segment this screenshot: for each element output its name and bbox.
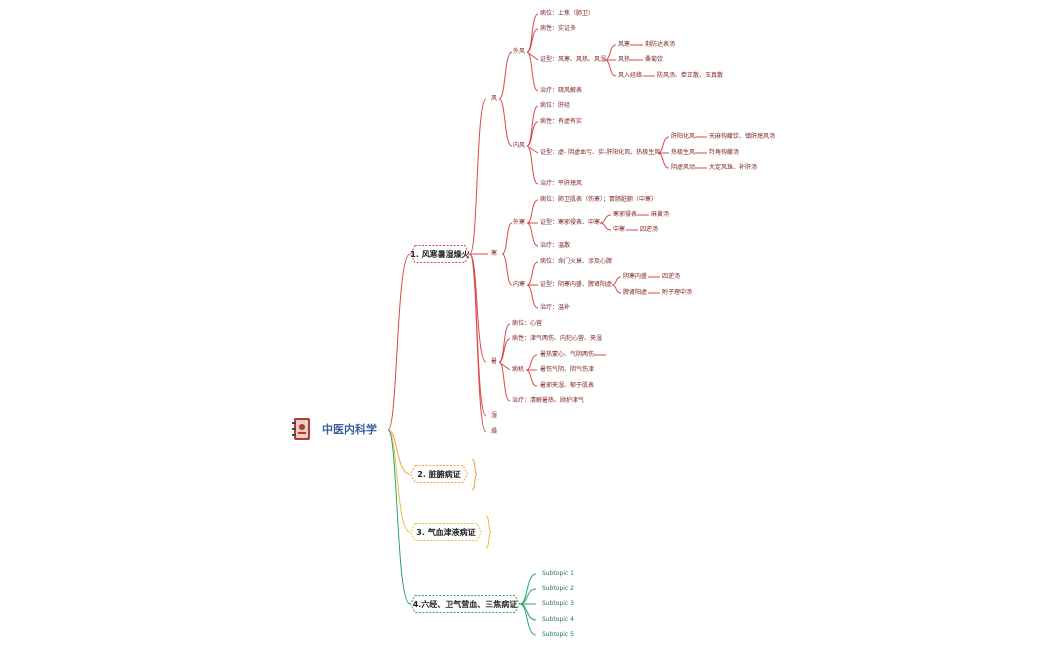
node-jingluo[interactable]: 风入经络 bbox=[618, 72, 643, 79]
node-shu-bingji-1[interactable]: 暑热蒙心、气阴两伤 bbox=[540, 351, 595, 358]
node-shu-zhiliao[interactable]: 治疗：清解暑热、顾护津气 bbox=[512, 397, 585, 404]
node-yinxu[interactable]: 阴虚风动 bbox=[671, 164, 696, 171]
node-zhonghan[interactable]: 中寒 bbox=[613, 226, 626, 233]
subtopic-1[interactable]: Subtopic 1 bbox=[542, 570, 574, 577]
main-topic-4[interactable]: 4.六经、卫气营血、三焦病证 bbox=[410, 595, 520, 613]
node-ganyang-fang[interactable]: 天麻钩藤饮、镇肝熄风汤 bbox=[709, 133, 776, 140]
subtopic-2[interactable]: Subtopic 2 bbox=[542, 585, 574, 592]
node-neifeng-bingwei[interactable]: 病位：肝经 bbox=[540, 102, 571, 109]
node-shu-bingxing[interactable]: 病性：津气两伤、内犯心营、夹湿 bbox=[512, 335, 603, 342]
subtopic-4[interactable]: Subtopic 4 bbox=[542, 616, 574, 623]
subtopic-5[interactable]: Subtopic 5 bbox=[542, 631, 574, 638]
node-yinhan[interactable]: 阴寒内盛 bbox=[623, 273, 648, 280]
node-han[interactable]: 寒 bbox=[491, 250, 498, 257]
subtopic-3[interactable]: Subtopic 3 bbox=[542, 600, 574, 607]
node-neihan[interactable]: 内寒 bbox=[513, 281, 526, 288]
node-fengre-fang[interactable]: 桑菊饮 bbox=[645, 56, 664, 63]
node-waifeng-bingwei[interactable]: 病位：上焦（肺卫） bbox=[540, 10, 595, 17]
node-fenghan-fang[interactable]: 荆防达表汤 bbox=[645, 41, 676, 48]
node-shu-bingwei[interactable]: 病位：心营 bbox=[512, 320, 543, 327]
node-waihan[interactable]: 外寒 bbox=[513, 219, 526, 226]
node-shu-bingji[interactable]: 病机 bbox=[512, 366, 525, 373]
node-shu[interactable]: 暑 bbox=[491, 358, 498, 365]
node-fenghan[interactable]: 风寒 bbox=[618, 41, 631, 48]
node-jingluo-fang[interactable]: 防风汤、牵正散、玉真散 bbox=[657, 72, 724, 79]
node-pishen[interactable]: 脾肾阳虚 bbox=[623, 289, 648, 296]
main-topic-3[interactable]: 3. 气血津液病证 bbox=[410, 523, 482, 541]
node-neihan-zhengxing[interactable]: 证型：阴寒内盛、脾肾阳虚 bbox=[540, 281, 613, 288]
node-neifeng[interactable]: 内风 bbox=[513, 142, 526, 149]
node-yinhan-fang[interactable]: 四逆汤 bbox=[662, 273, 681, 280]
root-node[interactable]: 中医内科学 bbox=[292, 416, 377, 442]
node-waifeng-zhengxing[interactable]: 证型：风寒、风热、风湿 bbox=[540, 56, 607, 63]
node-pishen-fang[interactable]: 附子理中汤 bbox=[662, 289, 693, 296]
node-waihan-zhiliao[interactable]: 治疗：温散 bbox=[540, 242, 571, 249]
node-neifeng-zhengxing[interactable]: 证型：虚- 阴虚血亏、实-肝阳化风、热极生风 bbox=[540, 149, 661, 156]
node-waifeng-bingxing[interactable]: 病性：实证多 bbox=[540, 25, 577, 32]
node-reji-fang[interactable]: 羚角钩藤汤 bbox=[709, 149, 740, 156]
node-shu-bingji-3[interactable]: 暑邪夹湿、郁于肌表 bbox=[540, 382, 595, 389]
node-yinxu-fang[interactable]: 大定风珠、补肝汤 bbox=[709, 164, 758, 171]
main-topic-2[interactable]: 2. 脏腑病证 bbox=[410, 465, 468, 483]
node-shu-bingji-2[interactable]: 暑伤气阴、阴气伤津 bbox=[540, 366, 595, 373]
node-ganyang[interactable]: 肝阳化风 bbox=[671, 133, 696, 140]
node-zhonghan-fang[interactable]: 四逆汤 bbox=[640, 226, 659, 233]
node-waifeng-zhiliao[interactable]: 治疗：疏风解表 bbox=[540, 87, 583, 94]
node-zao[interactable]: 燥 bbox=[491, 428, 498, 435]
notebook-icon bbox=[292, 417, 312, 441]
node-neifeng-bingxing[interactable]: 病性：有虚有实 bbox=[540, 118, 583, 125]
node-waifeng[interactable]: 外风 bbox=[513, 48, 526, 55]
node-waihan-zhengxing[interactable]: 证型：寒邪侵表、中寒 bbox=[540, 219, 601, 226]
root-title: 中医内科学 bbox=[322, 423, 377, 436]
node-neifeng-zhiliao[interactable]: 治疗：平肝熄风 bbox=[540, 180, 583, 187]
main-topic-1[interactable]: 1. 风寒暑湿燥火 bbox=[410, 245, 470, 263]
node-feng[interactable]: 风 bbox=[491, 95, 498, 102]
node-neihan-zhiliao[interactable]: 治疗：温补 bbox=[540, 304, 571, 311]
node-qinbiao-fang[interactable]: 麻黄汤 bbox=[651, 211, 670, 218]
node-qinbiao[interactable]: 寒邪侵表 bbox=[613, 211, 638, 218]
node-shi[interactable]: 湿 bbox=[491, 412, 498, 419]
node-reji[interactable]: 热极生风 bbox=[671, 149, 696, 156]
node-waihan-bingwei[interactable]: 病位：肺卫肌表（伤寒）；胃肠脏腑（中寒） bbox=[540, 196, 658, 203]
node-fengre[interactable]: 风热 bbox=[618, 56, 631, 63]
node-neihan-bingwei[interactable]: 病位：命门火衰、涉及心脾 bbox=[540, 258, 613, 265]
